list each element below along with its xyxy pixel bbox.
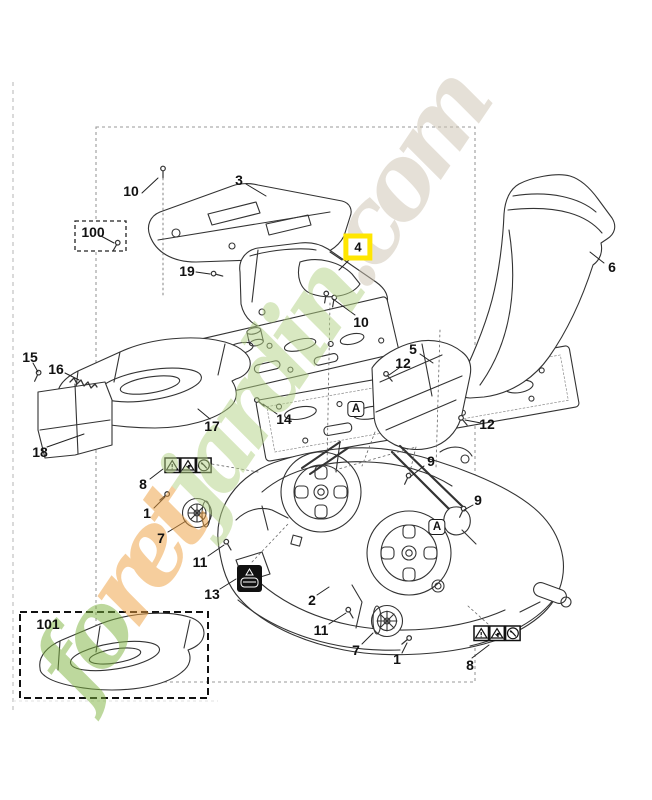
ref-box-101 <box>19 611 209 699</box>
part-7-wheel-bottom <box>370 604 404 638</box>
part-101-mulch-plug <box>39 612 205 691</box>
mower-discharge-warning-icon <box>240 568 259 588</box>
part-16-spring <box>69 377 98 389</box>
leader-lines <box>32 177 605 659</box>
part-6-discharge-chute <box>457 174 616 399</box>
part-18-bracket <box>37 381 113 459</box>
part-2-cutting-deck <box>217 441 572 656</box>
alignment-guides <box>162 177 489 625</box>
discharge-warning-sticker <box>237 565 262 592</box>
part-5-deflector <box>371 339 472 451</box>
part-7-wheel-left <box>181 497 213 529</box>
warning-strip-lower-right <box>473 625 521 642</box>
outer-frame-dashes <box>12 82 218 710</box>
